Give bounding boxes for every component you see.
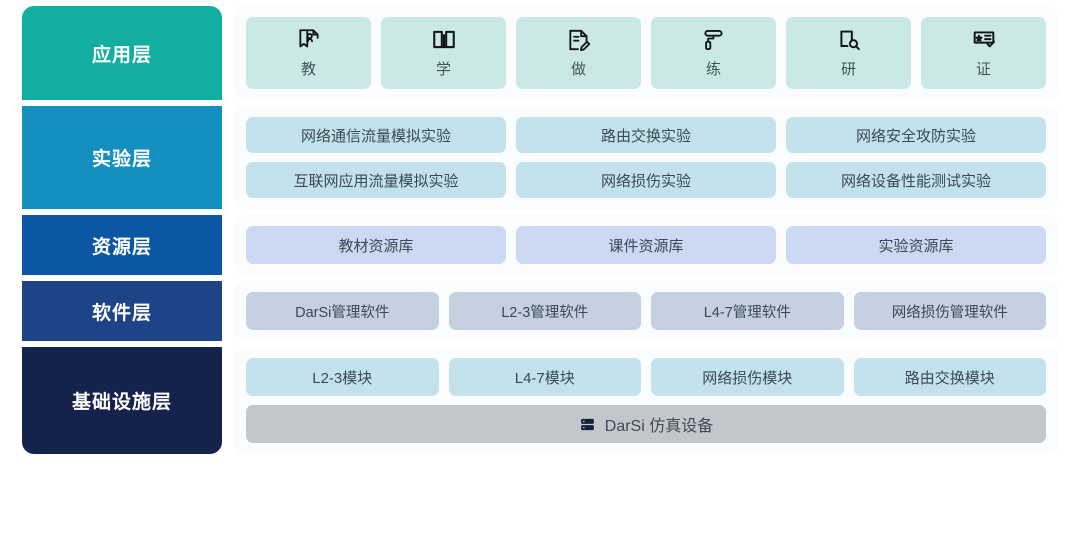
layer-label-experiment: 实验层: [22, 106, 222, 209]
experiment-card[interactable]: 路由交换实验: [516, 117, 776, 153]
layer-panel-experiment: 网络通信流量模拟实验 路由交换实验 网络安全攻防实验 互联网应用流量模拟实验 网…: [234, 106, 1058, 209]
server-icon: [579, 416, 596, 433]
darsi-device-bar[interactable]: DarSi 仿真设备: [246, 405, 1046, 443]
teach-icon: [296, 27, 322, 53]
experiment-card[interactable]: 网络通信流量模拟实验: [246, 117, 506, 153]
layer-row-software: 软件层 DarSi管理软件 L2-3管理软件 L4-7管理软件 网络损伤管理软件: [22, 281, 1058, 341]
application-card-row: 教 学: [246, 17, 1046, 89]
app-card-learn[interactable]: 学: [381, 17, 506, 89]
infrastructure-card-row: L2-3模块 L4-7模块 网络损伤模块 路由交换模块: [246, 358, 1046, 396]
app-card-certify[interactable]: 证: [921, 17, 1046, 89]
app-card-teach[interactable]: 教: [246, 17, 371, 89]
experiment-card-row-2: 互联网应用流量模拟实验 网络损伤实验 网络设备性能测试实验: [246, 162, 1046, 198]
app-card-label: 做: [570, 61, 586, 78]
resource-card[interactable]: 教材资源库: [246, 226, 506, 264]
software-card[interactable]: DarSi管理软件: [246, 292, 439, 330]
app-card-label: 教: [300, 61, 316, 78]
experiment-card-row-1: 网络通信流量模拟实验 路由交换实验 网络安全攻防实验: [246, 117, 1046, 153]
app-card-label: 研: [840, 61, 856, 78]
resource-card[interactable]: 实验资源库: [786, 226, 1046, 264]
layer-panel-resource: 教材资源库 课件资源库 实验资源库: [234, 215, 1058, 275]
darsi-device-label: DarSi 仿真设备: [604, 418, 714, 435]
layer-row-application: 应用层 教: [22, 6, 1058, 100]
software-card[interactable]: 网络损伤管理软件: [853, 292, 1046, 330]
app-card-label: 证: [975, 61, 991, 78]
app-card-label: 练: [705, 61, 721, 78]
certificate-icon: [971, 27, 997, 53]
software-card[interactable]: L2-3管理软件: [448, 292, 641, 330]
layer-label-application: 应用层: [22, 6, 222, 100]
experiment-card[interactable]: 网络损伤实验: [516, 162, 776, 198]
software-card-row: DarSi管理软件 L2-3管理软件 L4-7管理软件 网络损伤管理软件: [246, 292, 1046, 330]
module-card[interactable]: L4-7模块: [448, 358, 641, 396]
experiment-card[interactable]: 网络设备性能测试实验: [786, 162, 1046, 198]
layer-panel-application: 教 学: [234, 6, 1058, 100]
app-card-practice[interactable]: 练: [651, 17, 776, 89]
layer-row-resource: 资源层 教材资源库 课件资源库 实验资源库: [22, 215, 1058, 275]
research-search-icon: [836, 27, 862, 53]
software-card[interactable]: L4-7管理软件: [651, 292, 844, 330]
layer-label-resource: 资源层: [22, 215, 222, 275]
resource-card[interactable]: 课件资源库: [516, 226, 776, 264]
module-card[interactable]: L2-3模块: [246, 358, 439, 396]
layer-label-infrastructure: 基础设施层: [22, 347, 222, 454]
book-icon: [431, 27, 457, 53]
layer-panel-infrastructure: L2-3模块 L4-7模块 网络损伤模块 路由交换模块 DarSi 仿真设备: [234, 347, 1058, 454]
layer-row-experiment: 实验层 网络通信流量模拟实验 路由交换实验 网络安全攻防实验 互联网应用流量模拟…: [22, 106, 1058, 209]
module-card[interactable]: 路由交换模块: [853, 358, 1046, 396]
experiment-card[interactable]: 网络安全攻防实验: [786, 117, 1046, 153]
edit-document-icon: [566, 27, 592, 53]
layer-row-infrastructure: 基础设施层 L2-3模块 L4-7模块 网络损伤模块 路由交换模块 DarSi …: [22, 347, 1058, 454]
module-card[interactable]: 网络损伤模块: [651, 358, 844, 396]
app-card-label: 学: [435, 61, 451, 78]
app-card-research[interactable]: 研: [786, 17, 911, 89]
paint-roller-icon: [701, 27, 727, 53]
layer-panel-software: DarSi管理软件 L2-3管理软件 L4-7管理软件 网络损伤管理软件: [234, 281, 1058, 341]
resource-card-row: 教材资源库 课件资源库 实验资源库: [246, 226, 1046, 264]
experiment-card[interactable]: 互联网应用流量模拟实验: [246, 162, 506, 198]
layer-label-software: 软件层: [22, 281, 222, 341]
app-card-do[interactable]: 做: [516, 17, 641, 89]
